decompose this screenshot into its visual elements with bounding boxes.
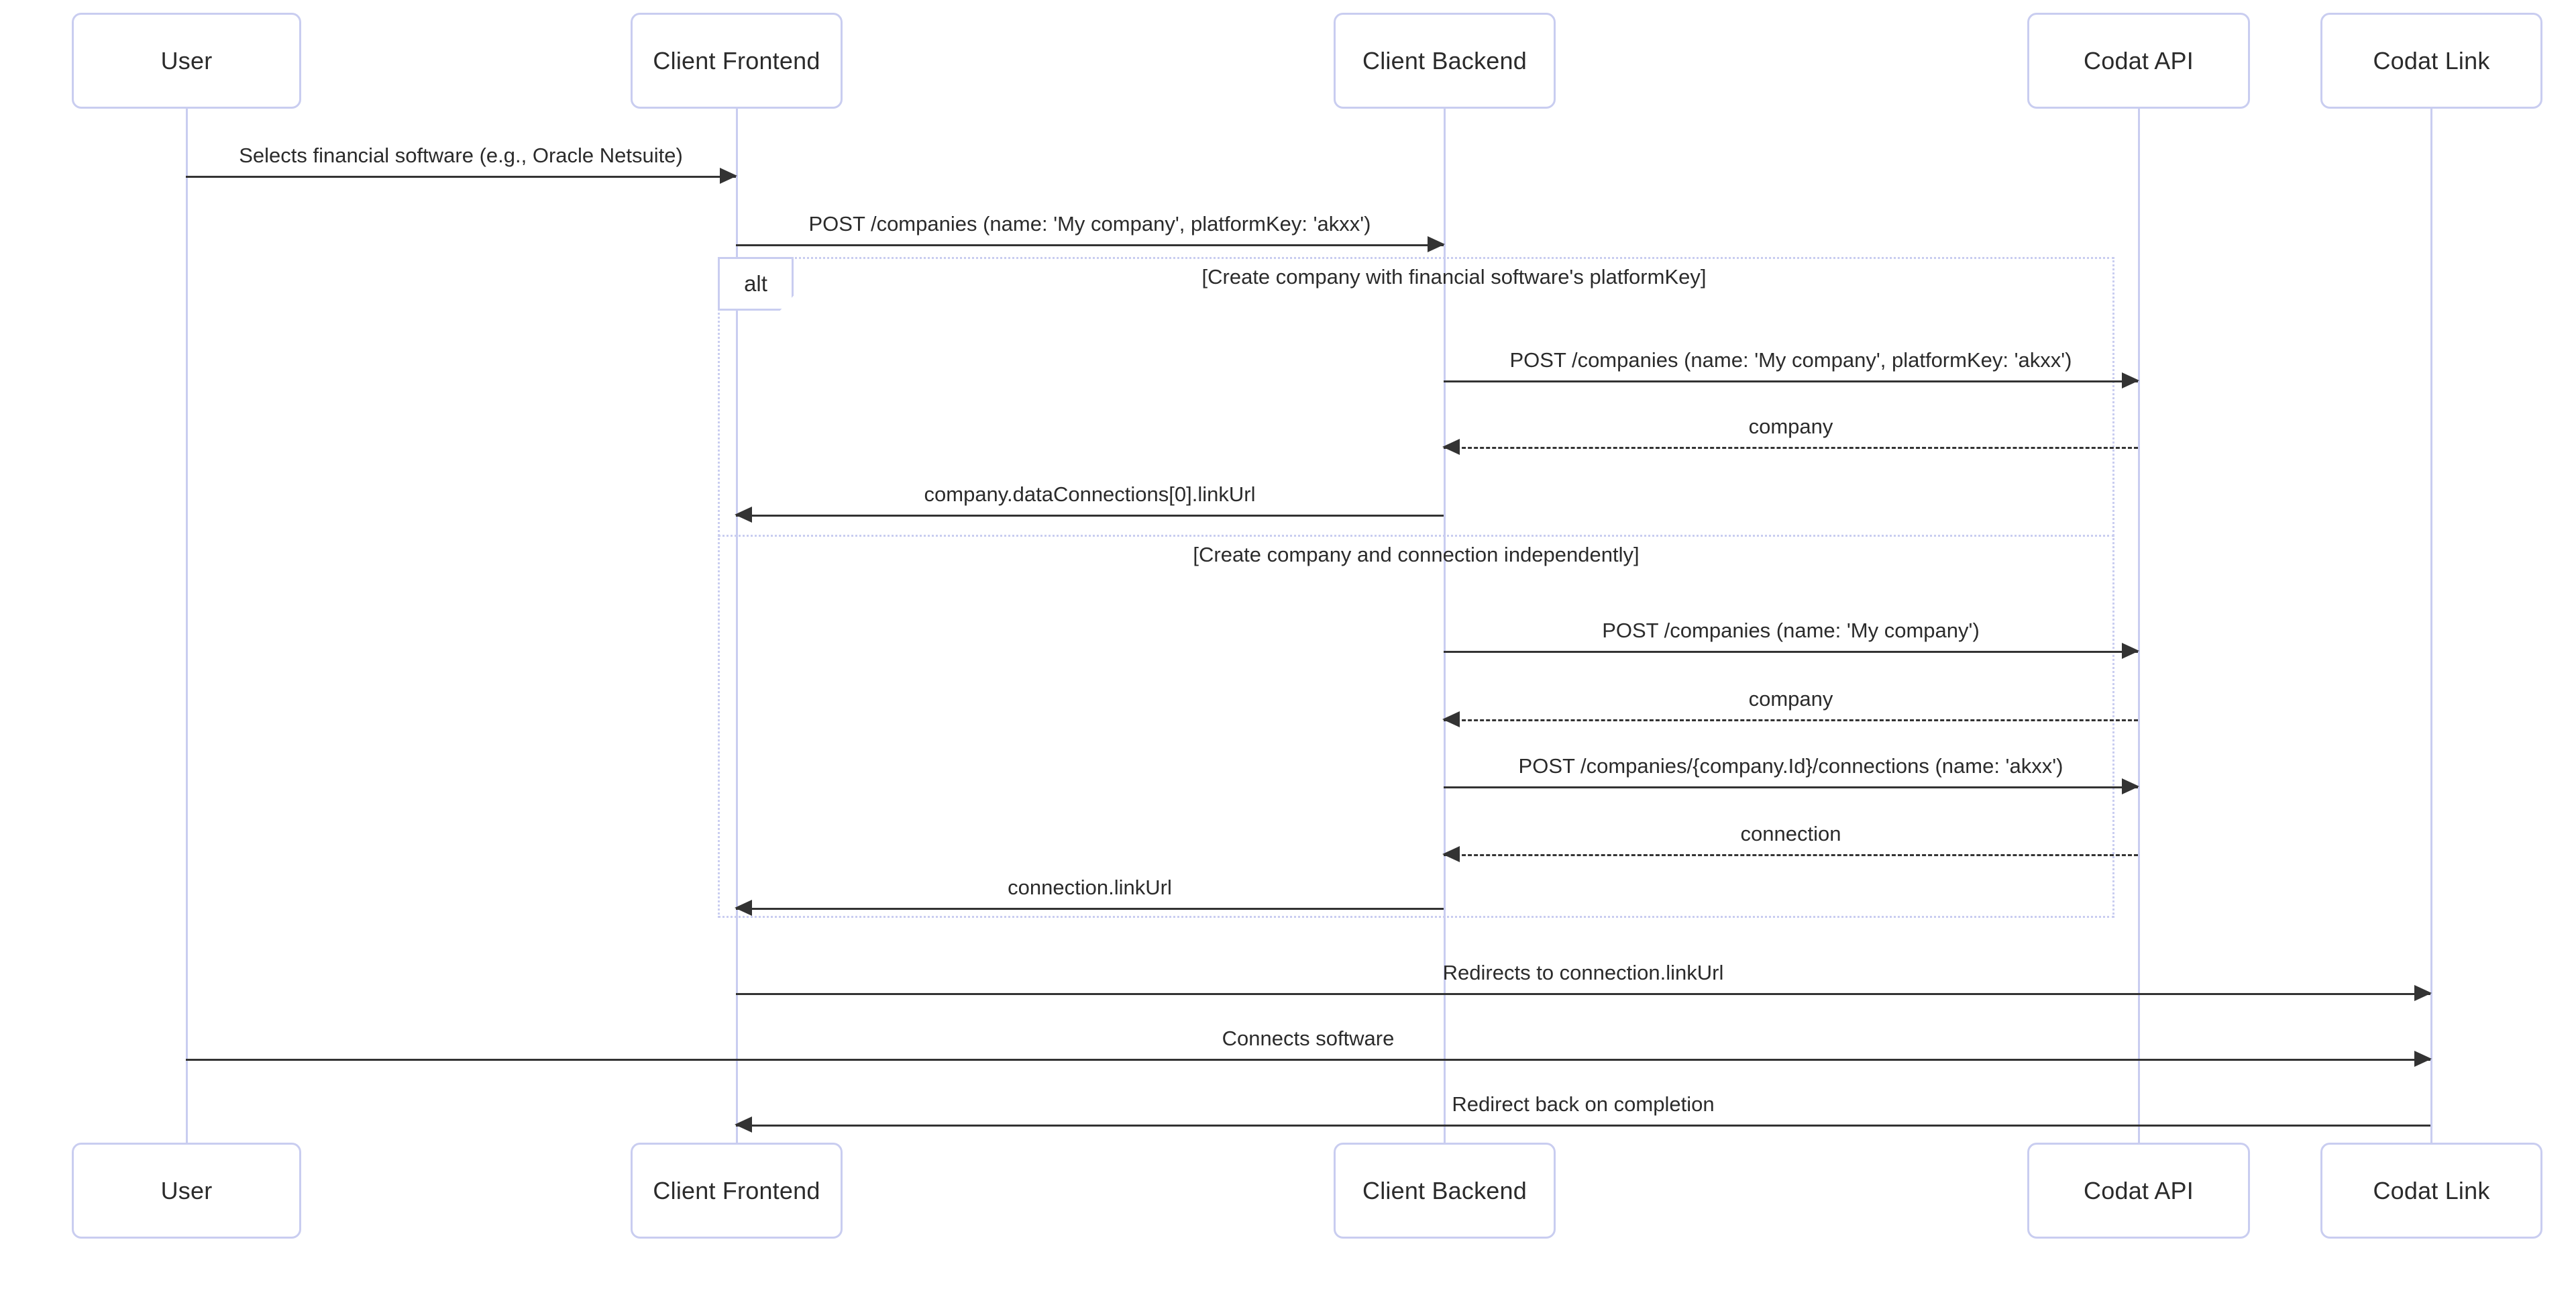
lifeline-codat-api bbox=[2138, 109, 2140, 1143]
arrowhead-right-icon bbox=[2122, 778, 2139, 794]
message-line bbox=[186, 176, 736, 178]
alt-fragment-tag-label: alt bbox=[744, 271, 767, 296]
message-label: POST /companies (name: 'My company', pla… bbox=[1509, 348, 2072, 372]
message-label: connection.linkUrl bbox=[1008, 876, 1172, 899]
arrowhead-right-icon bbox=[2414, 1051, 2432, 1067]
message-line bbox=[1444, 447, 2138, 449]
message-label: company bbox=[1748, 415, 1833, 438]
message-line bbox=[736, 515, 1444, 517]
lifeline-backend bbox=[1444, 109, 1446, 1143]
message-label: Selects financial software (e.g., Oracle… bbox=[239, 144, 683, 167]
arrowhead-left-icon bbox=[1442, 439, 1460, 455]
alt-branch-1-condition: [Create company with financial software'… bbox=[794, 265, 2114, 289]
actor-label-backend-top: Client Backend bbox=[1362, 46, 1527, 74]
message-line bbox=[186, 1059, 2430, 1061]
alt-branch-2-condition: [Create company and connection independe… bbox=[718, 543, 2114, 567]
actor-box-user-top[interactable]: User bbox=[72, 13, 301, 109]
actor-box-frontend-top[interactable]: Client Frontend bbox=[631, 13, 843, 109]
actor-box-user-bottom[interactable]: User bbox=[72, 1143, 301, 1239]
arrowhead-right-icon bbox=[2122, 643, 2139, 659]
actor-label-codat-api-bottom: Codat API bbox=[2084, 1176, 2194, 1204]
actor-box-frontend-bottom[interactable]: Client Frontend bbox=[631, 1143, 843, 1239]
message-label: company bbox=[1748, 687, 1833, 711]
arrowhead-right-icon bbox=[2414, 985, 2432, 1001]
actor-box-backend-top[interactable]: Client Backend bbox=[1334, 13, 1556, 109]
message-label: connection bbox=[1740, 822, 1841, 845]
actor-label-codat-api-top: Codat API bbox=[2084, 46, 2194, 74]
message-line bbox=[1444, 380, 2138, 382]
message-label: POST /companies (name: 'My company') bbox=[1602, 619, 1980, 642]
arrowhead-left-icon bbox=[735, 900, 752, 916]
arrowhead-left-icon bbox=[1442, 846, 1460, 862]
alt-fragment-branch-divider bbox=[718, 535, 2114, 537]
arrowhead-left-icon bbox=[1442, 711, 1460, 727]
alt-branch-1-condition-label: [Create company with financial software'… bbox=[1201, 265, 1707, 289]
message-label: company.dataConnections[0].linkUrl bbox=[924, 482, 1256, 506]
lifeline-frontend bbox=[736, 109, 738, 1143]
actor-box-backend-bottom[interactable]: Client Backend bbox=[1334, 1143, 1556, 1239]
message-label: POST /companies/{company.Id}/connections… bbox=[1518, 754, 2063, 778]
actor-label-user-bottom: User bbox=[160, 1176, 213, 1204]
actor-box-codat-api-top[interactable]: Codat API bbox=[2027, 13, 2250, 109]
arrowhead-right-icon bbox=[1428, 236, 1445, 252]
message-line bbox=[736, 908, 1444, 910]
message-line bbox=[736, 244, 1444, 246]
lifeline-user bbox=[186, 109, 188, 1143]
message-line bbox=[1444, 786, 2138, 788]
lifeline-codat-link bbox=[2430, 109, 2432, 1143]
alt-fragment-tag: alt bbox=[718, 257, 794, 311]
arrowhead-right-icon bbox=[720, 168, 737, 184]
message-label: Redirect back on completion bbox=[1452, 1092, 1715, 1116]
actor-box-codat-link-top[interactable]: Codat Link bbox=[2320, 13, 2542, 109]
actor-label-user-top: User bbox=[160, 46, 213, 74]
actor-box-codat-api-bottom[interactable]: Codat API bbox=[2027, 1143, 2250, 1239]
arrowhead-left-icon bbox=[735, 1116, 752, 1133]
message-line bbox=[1444, 854, 2138, 856]
arrowhead-right-icon bbox=[2122, 372, 2139, 388]
arrowhead-left-icon bbox=[735, 507, 752, 523]
message-line bbox=[1444, 719, 2138, 721]
message-line bbox=[736, 1125, 2430, 1127]
actor-label-codat-link-bottom: Codat Link bbox=[2373, 1176, 2490, 1204]
message-label: Connects software bbox=[1222, 1027, 1395, 1050]
actor-box-codat-link-bottom[interactable]: Codat Link bbox=[2320, 1143, 2542, 1239]
message-label: POST /companies (name: 'My company', pla… bbox=[808, 212, 1371, 236]
actor-label-codat-link-top: Codat Link bbox=[2373, 46, 2490, 74]
message-line bbox=[736, 993, 2430, 995]
actor-label-backend-bottom: Client Backend bbox=[1362, 1176, 1527, 1204]
actor-label-frontend-top: Client Frontend bbox=[653, 46, 820, 74]
message-line bbox=[1444, 651, 2138, 653]
message-label: Redirects to connection.linkUrl bbox=[1442, 961, 1724, 984]
actor-label-frontend-bottom: Client Frontend bbox=[653, 1176, 820, 1204]
alt-fragment bbox=[718, 257, 2114, 918]
alt-branch-2-condition-label: [Create company and connection independe… bbox=[1193, 543, 1640, 566]
